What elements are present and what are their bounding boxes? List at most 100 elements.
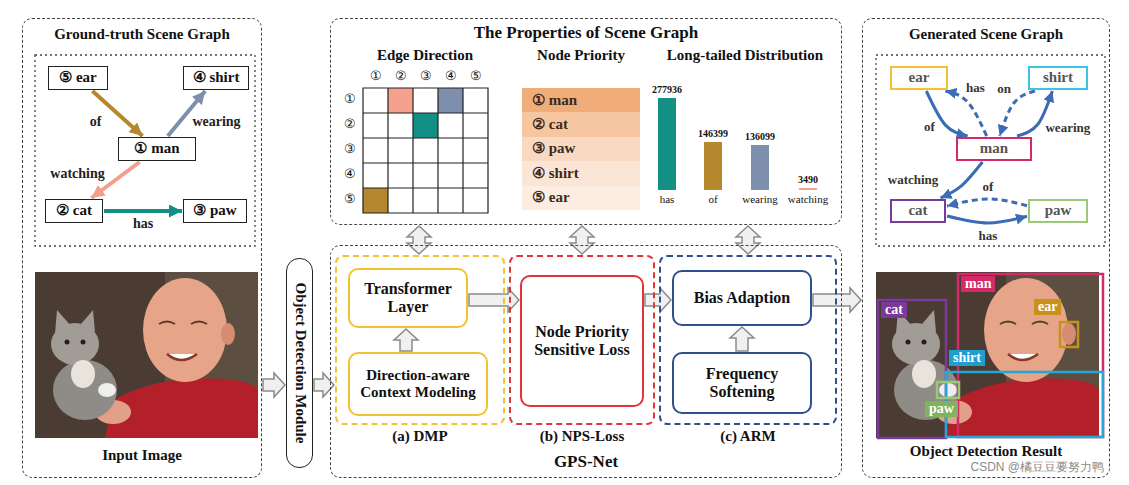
priority-band: ② cat [522, 112, 640, 136]
bar [799, 188, 817, 190]
node-label: ③ paw [532, 140, 575, 157]
edge-label: has [964, 80, 987, 95]
flow-arrow [263, 373, 285, 397]
panel-heading: Ground-truth Scene Graph [23, 26, 261, 43]
edge-label: has [977, 229, 1000, 244]
relation-arrow [1000, 91, 1035, 136]
bar-name: wearing [742, 193, 777, 206]
node-label: Transformer Layer [356, 280, 460, 317]
detection-boxes [878, 274, 1103, 438]
bar-chart [658, 98, 817, 190]
paw-bbox [937, 382, 959, 398]
panel-heading: (a) DMP [327, 428, 513, 445]
relation-arrow [91, 162, 139, 198]
node-label: ① man [532, 92, 577, 109]
panel-heading: The Properties of Scene Graph [331, 23, 841, 43]
edge-label: has [131, 216, 155, 232]
section-heading: Edge Direction [377, 47, 473, 64]
matrix-header: ② [395, 69, 407, 84]
matrix-header: ① [344, 92, 356, 107]
process-box: Node Priority Sensitive Loss [520, 275, 644, 407]
section-heading: Long-tailed Distribution [667, 47, 823, 64]
detection-tag: cat [881, 302, 907, 318]
relation-arrow [947, 199, 1027, 206]
node-label: ② cat [532, 116, 568, 133]
detection-tag: shirt [949, 350, 985, 366]
node-label: ④ shirt [193, 69, 240, 86]
flow-arrow [314, 373, 334, 397]
relation-arrow [941, 162, 983, 198]
panel-heading: Input Image [23, 447, 261, 464]
priority-band: ⑤ ear [522, 186, 640, 210]
module-group: Transformer LayerDirection-aware Context… [335, 255, 505, 425]
process-box: Bias Adaption [672, 270, 812, 326]
matrix-cell [438, 88, 463, 113]
relation-arrow [947, 216, 1027, 223]
bar [751, 145, 769, 190]
graph-node: ② cat [45, 199, 103, 223]
edge-label: watching [886, 173, 941, 188]
flow-arrow [407, 226, 431, 254]
node-label: ① man [134, 140, 179, 157]
edge-label: on [995, 81, 1013, 96]
bar [704, 142, 722, 190]
graph-frame [876, 55, 1105, 246]
edge-label: wearing [190, 113, 242, 129]
edge-label: of [981, 180, 996, 195]
node-label: ④ shirt [532, 165, 579, 182]
module-group: Node Priority Sensitive Loss(b) NPS-Loss [509, 255, 655, 425]
node-label: Direction-aware Context Modeling [356, 367, 480, 402]
panel: ① man ② cat ③ paw ④ shirt ⑤ ear The Propertie… [330, 18, 842, 225]
priority-band: ① man [522, 88, 640, 112]
shirt-bbox [946, 372, 1103, 437]
bar-value: 136099 [745, 131, 775, 143]
node-label: ② cat [56, 202, 92, 219]
bar-name: of [708, 193, 717, 206]
relation-arrow [168, 91, 205, 136]
node-label: ⑤ ear [59, 69, 97, 86]
graph-node: paw [1028, 199, 1088, 223]
bar-value: 277936 [652, 84, 682, 96]
graph-node: ④ shirt [183, 66, 249, 90]
node-label: Node Priority Sensitive Loss [528, 323, 636, 360]
detection-tag: man [961, 276, 995, 292]
panel: ear shirt man cat paw Generated Scene GraphOb… [862, 18, 1110, 478]
matrix-header: ① [370, 69, 382, 84]
node-label: ⑤ ear [532, 189, 570, 206]
priority-band: ③ paw [522, 137, 640, 161]
graph-node: cat [890, 199, 946, 223]
module-box: Object Detection Module [286, 258, 313, 468]
edge-label: watching [48, 166, 106, 182]
graph-node: man [956, 137, 1032, 161]
flow-arrow [570, 226, 594, 254]
watermark: CSDN @橘豆豆要努力鸭 [970, 461, 1104, 475]
relation-arrow [104, 209, 182, 213]
priority-band: ④ shirt [522, 161, 640, 185]
panel-heading: Object Detection Result [863, 443, 1109, 460]
flow-arrow [813, 288, 861, 312]
matrix-header: ③ [344, 142, 356, 157]
graph-frame [35, 55, 255, 246]
relation-arrow [926, 91, 967, 136]
panel: ⑤ ear④ shirt① man② cat③ pawGround-truth … [22, 18, 262, 478]
matrix-header: ③ [420, 69, 432, 84]
matrix-header: ④ [445, 69, 457, 84]
detection-tag: ear [1034, 299, 1061, 315]
node-label: man [980, 140, 1008, 157]
relation-arrow [945, 91, 986, 136]
bar-name: watching [788, 193, 828, 206]
result-photo [876, 272, 1099, 438]
edge-label: of [922, 120, 937, 135]
bar [658, 98, 676, 190]
matrix-cell [388, 88, 413, 113]
flow-arrow [730, 327, 754, 351]
cat-bbox [878, 300, 946, 438]
matrix-header: ⑤ [344, 192, 356, 207]
edge-label: wearing [1043, 121, 1092, 136]
flow-arrow [469, 288, 519, 312]
bar-value: 3490 [798, 174, 818, 186]
panel-heading: (c) ARM [651, 428, 845, 445]
panel-heading: Generated Scene Graph [863, 26, 1109, 43]
